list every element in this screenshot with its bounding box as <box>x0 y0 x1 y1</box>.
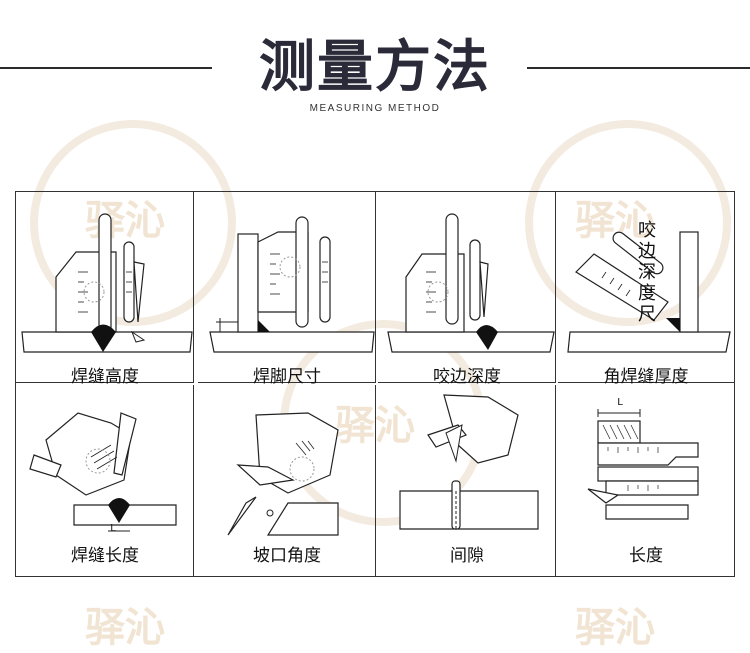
methods-grid: 焊缝高度 焊脚尺寸 <box>15 191 735 577</box>
overlay-vertical-text: 咬 边 深 度 尺 <box>638 220 656 325</box>
method-cell-weld-length: L 焊缝长度 <box>16 385 194 576</box>
weld-height-illustration <box>21 213 193 353</box>
method-label: 角焊缝厚度 <box>603 367 689 387</box>
method-label: 间隙 <box>450 546 484 566</box>
method-label: 坡口角度 <box>253 546 321 566</box>
method-cell-fillet-thickness: 咬 边 深 度 尺 角焊缝厚度 <box>558 192 734 387</box>
dimension-label: L <box>617 397 623 408</box>
method-cell-weld-height: 焊缝高度 <box>16 192 194 387</box>
header-rule-right <box>527 67 750 69</box>
method-cell-gap: 间隙 <box>378 385 556 576</box>
method-label: 焊缝高度 <box>71 367 139 387</box>
method-cell-leg-size: 焊脚尺寸 <box>198 192 376 387</box>
undercut-depth-illustration <box>387 213 555 353</box>
weld-length-illustration <box>29 412 177 532</box>
method-label: 长度 <box>629 546 663 566</box>
dimension-label: L <box>110 523 116 534</box>
method-cell-length: L 长度 <box>558 385 734 576</box>
leg-size-illustration <box>209 216 375 353</box>
method-label: 焊缝长度 <box>71 546 139 566</box>
length-illustration <box>587 409 699 520</box>
page-title: 测量方法 <box>259 35 491 100</box>
method-cell-bevel-angle: 坡口角度 <box>198 385 376 576</box>
watermark-ring <box>525 120 731 326</box>
method-label: 焊脚尺寸 <box>253 367 321 387</box>
watermark-ring <box>30 120 236 326</box>
gap-illustration <box>399 394 539 530</box>
watermark-text: 驿沁 <box>575 605 655 651</box>
bevel-angle-illustration <box>227 412 339 536</box>
page-subtitle: MEASURING METHOD <box>309 103 441 114</box>
fillet-thickness-illustration <box>567 231 731 353</box>
method-label: 咬边深度 <box>433 367 501 387</box>
watermark-text: 驿沁 <box>85 605 165 651</box>
header-rule-left <box>0 67 212 69</box>
method-cell-undercut-depth: 咬边深度 <box>378 192 556 387</box>
watermark-text: 驿沁 <box>85 198 165 244</box>
